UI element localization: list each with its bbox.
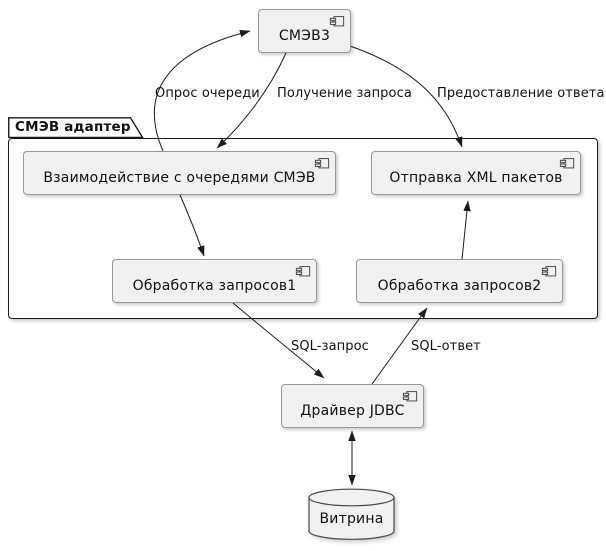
node-label: Драйвер JDBC bbox=[300, 402, 405, 419]
edge-label-poll: Опрос очереди bbox=[155, 86, 260, 101]
component-icon bbox=[559, 158, 575, 169]
node-vitrina: Витрина bbox=[308, 488, 395, 541]
component-icon bbox=[402, 391, 418, 402]
component-icon bbox=[541, 266, 557, 277]
node-proc1: Обработка запросов1 bbox=[112, 259, 317, 303]
node-proc2: Обработка запросов2 bbox=[356, 259, 563, 303]
database-cylinder-icon bbox=[308, 488, 395, 540]
edge-label-respond: Предоставление ответа bbox=[437, 86, 605, 101]
frame-title: СМЭВ адаптер bbox=[15, 119, 131, 135]
node-label: Отправка XML пакетов bbox=[389, 169, 563, 186]
node-label: Взаимодействие с очередями СМЭВ bbox=[43, 169, 316, 186]
component-icon bbox=[295, 266, 311, 277]
node-smev3: СМЭВ3 bbox=[258, 9, 351, 53]
node-label: Обработка запросов1 bbox=[132, 277, 297, 294]
edge-label-sql-request: SQL-запрос bbox=[291, 339, 369, 354]
edge-label-receive: Получение запроса bbox=[277, 86, 412, 101]
node-label: СМЭВ3 bbox=[278, 27, 331, 44]
component-icon bbox=[329, 16, 345, 27]
node-label: Обработка запросов2 bbox=[377, 277, 542, 294]
node-queues: Взаимодействие с очередями СМЭВ bbox=[23, 151, 336, 195]
component-icon bbox=[314, 158, 330, 169]
node-label: Витрина bbox=[319, 511, 384, 527]
node-jdbc: Драйвер JDBC bbox=[281, 384, 424, 428]
node-xml-send: Отправка XML пакетов bbox=[371, 151, 581, 195]
edge-label-sql-response: SQL-ответ bbox=[411, 339, 481, 354]
